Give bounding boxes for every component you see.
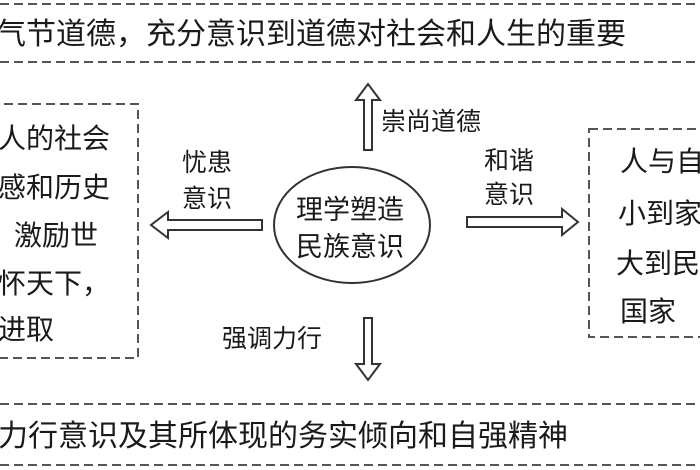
arrow-left-label-1: 忧患 <box>182 148 233 177</box>
center-line-1: 理学塑造 <box>296 195 404 226</box>
left-box-line: 怀天下， <box>0 267 111 300</box>
center-ellipse <box>273 166 431 284</box>
right-box-line: 大到民 <box>616 247 700 280</box>
arrow-right-label-2: 意识 <box>484 180 535 209</box>
right-box-border <box>588 128 700 338</box>
arrow-left <box>149 209 263 241</box>
arrow-up <box>354 82 382 151</box>
arrow-left-label-2: 意识 <box>182 184 233 213</box>
arrow-up-label: 崇尚道德 <box>381 107 482 136</box>
right-box-line: 小到家 <box>618 197 700 230</box>
left-box-border <box>0 103 139 359</box>
left-box-line: ，激励世 <box>0 219 99 252</box>
arrow-down <box>354 317 382 382</box>
left-box-line: 人的社会 <box>0 122 111 155</box>
right-box-line: 人与自 <box>620 145 700 178</box>
arrow-down-label: 强调力行 <box>222 324 323 353</box>
bottom-banner-text: 力行意识及其所体现的务实倾向和自强精神 <box>0 419 568 454</box>
right-box-line: 国家 <box>620 295 677 328</box>
left-box-line: 进取 <box>0 313 55 346</box>
arrow-right <box>466 206 580 238</box>
left-box-line: 感和历史 <box>0 171 111 204</box>
arrow-right-label-1: 和谐 <box>484 146 535 175</box>
top-banner-text: 气节道德，充分意识到道德对社会和人生的重要 <box>0 17 626 52</box>
center-line-2: 民族意识 <box>296 232 404 263</box>
